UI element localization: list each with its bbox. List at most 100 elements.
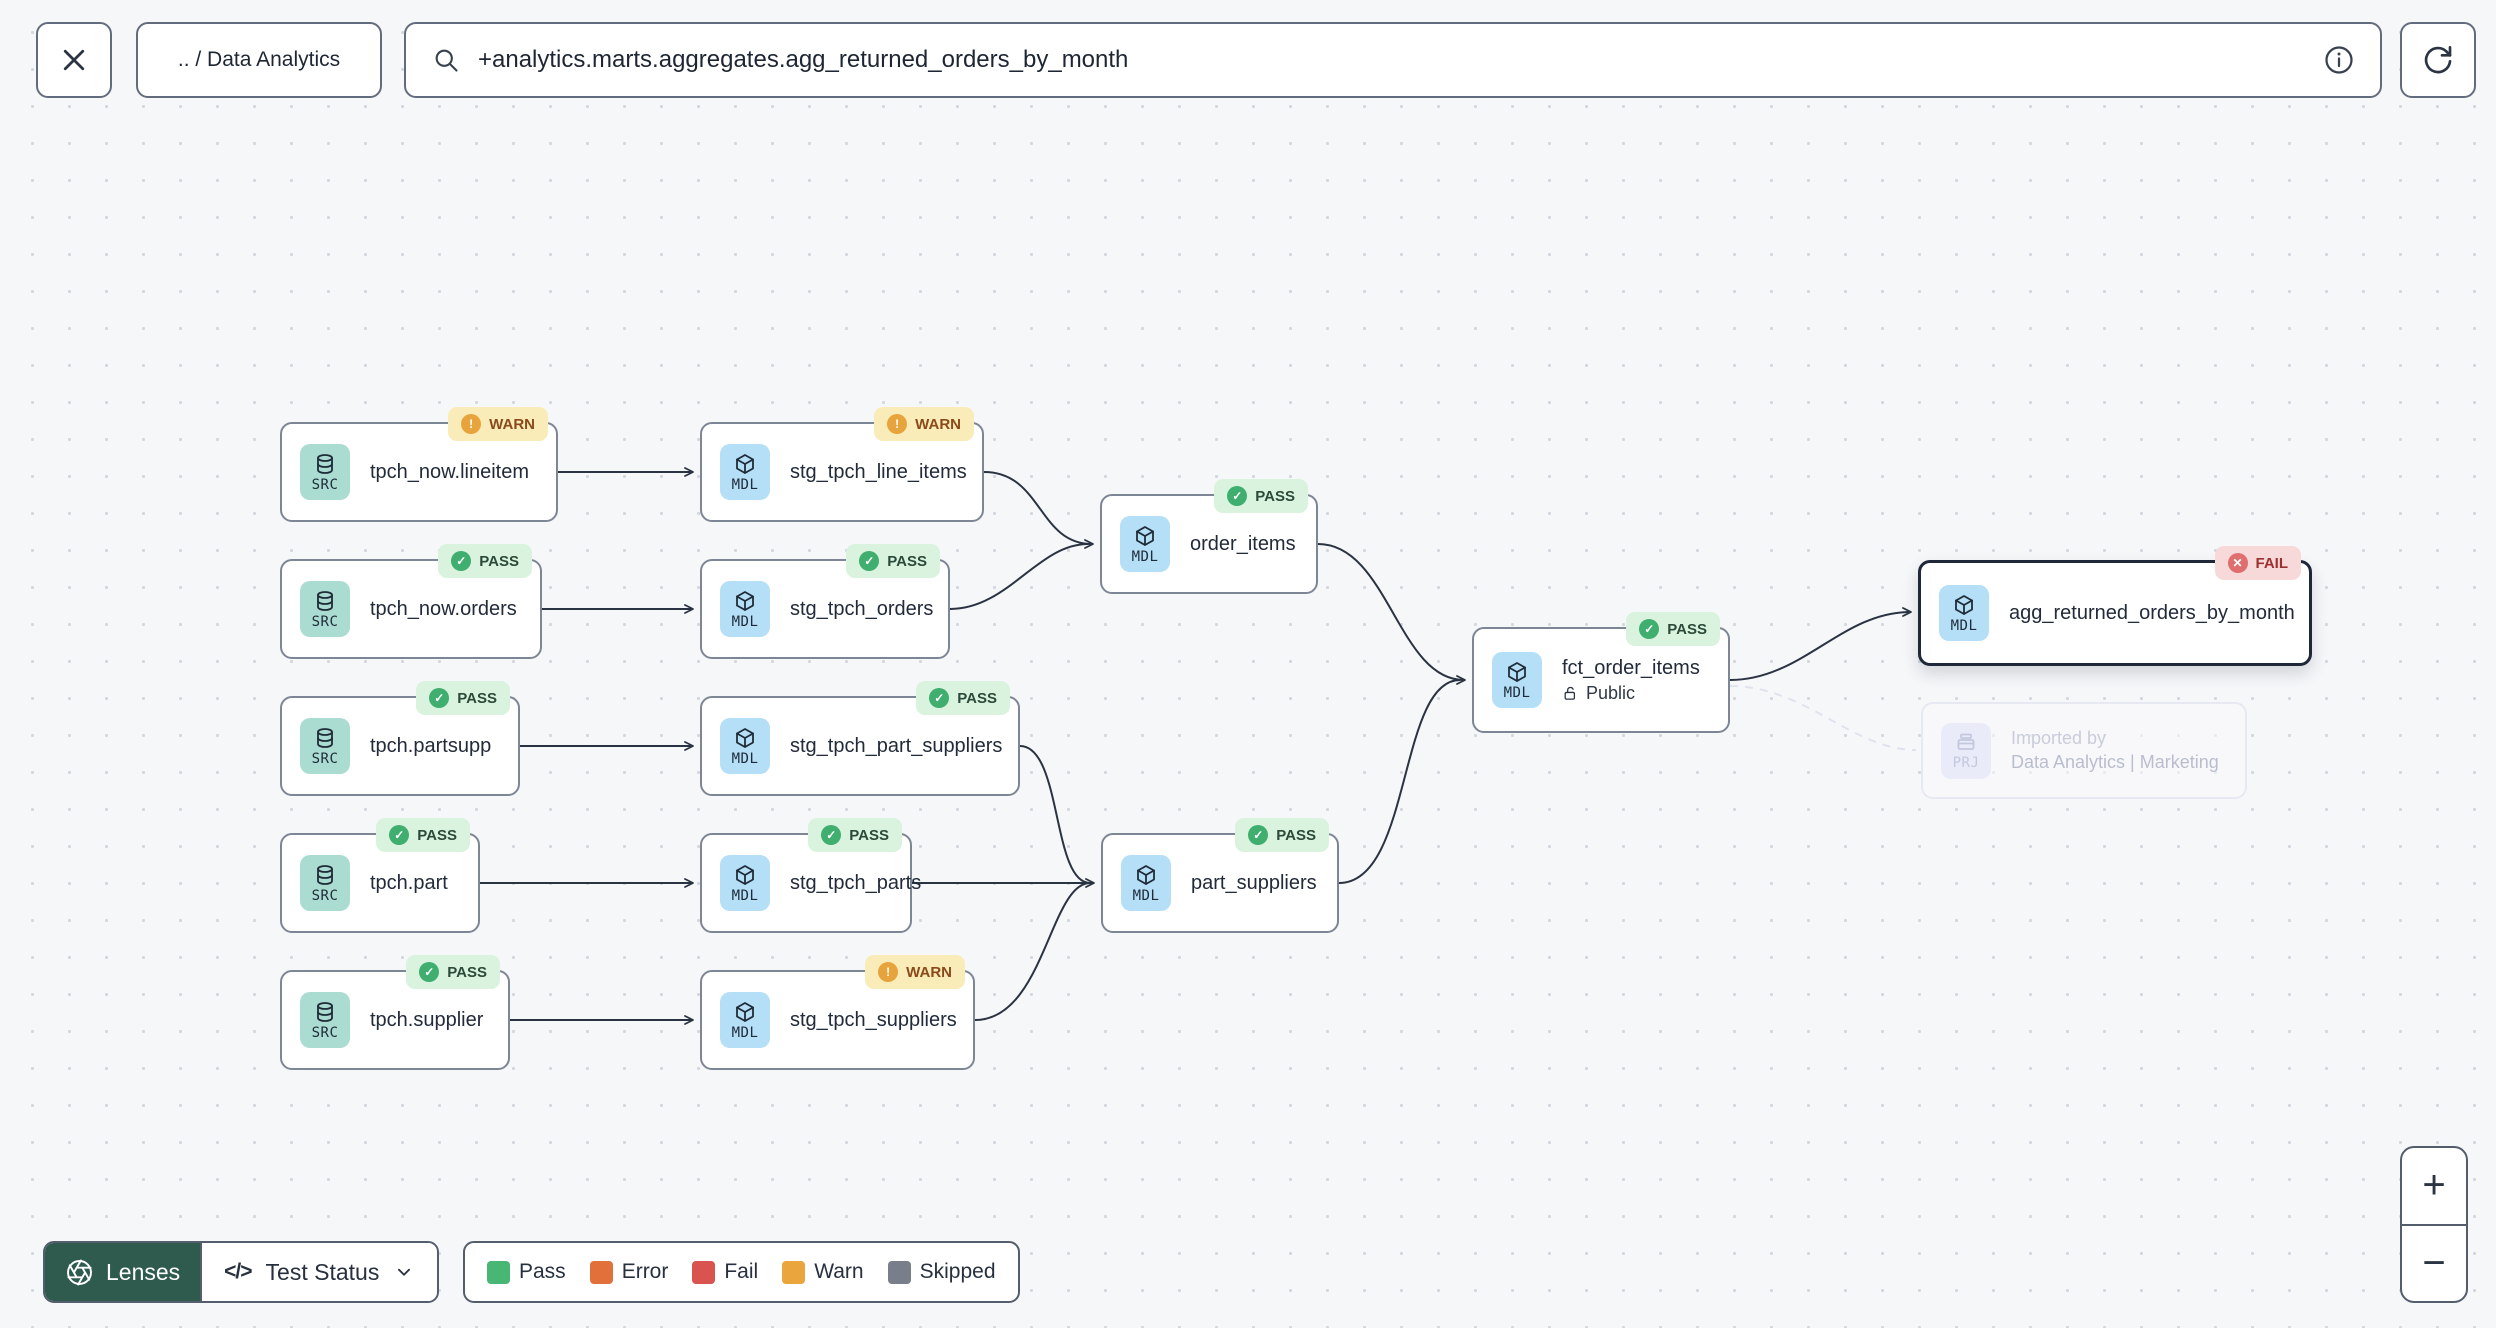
node-label: tpch_now.lineitem xyxy=(370,460,529,483)
legend-item-warn: Warn xyxy=(782,1260,864,1284)
cube-icon xyxy=(733,452,757,476)
status-badge: !WARN xyxy=(448,407,548,441)
minus-icon: − xyxy=(2422,1240,2446,1285)
node-tpch-part[interactable]: ✓PASS SRC tpch.part xyxy=(280,818,480,933)
edge-ghost xyxy=(1729,685,1917,751)
node-label: fct_order_items xyxy=(1562,656,1700,679)
pass-dot-icon: ✓ xyxy=(1248,825,1269,845)
warn-swatch xyxy=(782,1260,806,1284)
source-type-chip: SRC xyxy=(300,992,350,1048)
status-badge: ✓PASS xyxy=(438,544,532,578)
node-stg-tpch-part-suppliers[interactable]: ✓PASS MDL stg_tpch_part_suppliers xyxy=(700,681,1020,796)
pass-dot-icon: ✓ xyxy=(419,962,440,982)
database-icon xyxy=(313,452,337,476)
node-order-items[interactable]: ✓PASS MDL order_items xyxy=(1100,479,1318,594)
pass-dot-icon: ✓ xyxy=(821,825,842,845)
node-label: order_items xyxy=(1190,532,1296,555)
pass-dot-icon: ✓ xyxy=(451,551,472,571)
status-badge: ✓PASS xyxy=(808,818,902,852)
status-badge: ✓PASS xyxy=(1214,479,1308,513)
access-label: Public xyxy=(1562,683,1700,704)
node-label: part_suppliers xyxy=(1191,871,1317,894)
project-icon xyxy=(1954,730,1978,754)
node-label: stg_tpch_orders xyxy=(790,597,934,620)
warn-dot-icon: ! xyxy=(887,414,908,434)
search-bar[interactable] xyxy=(404,22,2382,98)
pass-dot-icon: ✓ xyxy=(859,551,880,571)
node-label: tpch_now.orders xyxy=(370,597,517,620)
edge xyxy=(1729,607,1912,681)
zoom-controls: + − xyxy=(2400,1146,2468,1303)
cube-icon xyxy=(733,589,757,613)
cube-icon xyxy=(1134,863,1158,887)
node-stg-tpch-orders[interactable]: ✓PASS MDL stg_tpch_orders xyxy=(700,544,950,659)
plus-icon: + xyxy=(2422,1163,2446,1208)
model-type-chip: MDL xyxy=(720,444,770,500)
node-tpch-now-lineitem[interactable]: !WARN SRC tpch_now.lineitem xyxy=(280,407,558,522)
breadcrumb[interactable]: .. / Data Analytics xyxy=(136,22,382,98)
node-label: agg_returned_orders_by_month xyxy=(2009,601,2295,624)
close-button[interactable] xyxy=(36,22,112,98)
node-label: tpch.partsupp xyxy=(370,734,492,757)
search-input[interactable] xyxy=(476,45,2308,75)
legend-item-fail: Fail xyxy=(692,1260,758,1284)
cube-icon xyxy=(1133,524,1157,548)
lock-open-icon xyxy=(1562,685,1579,702)
status-badge: ✓PASS xyxy=(846,544,940,578)
node-fct-order-items[interactable]: ✓PASS MDL fct_order_items Public xyxy=(1472,612,1730,733)
node-label: stg_tpch_part_suppliers xyxy=(790,734,1003,757)
node-stg-tpch-line-items[interactable]: !WARN MDL stg_tpch_line_items xyxy=(700,407,984,522)
project-type-chip: PRJ xyxy=(1941,722,1991,779)
node-imported-by-ghost[interactable]: PRJ Imported by Data Analytics | Marketi… xyxy=(1921,702,2247,799)
test-status-legend: Pass Error Fail Warn Skipped xyxy=(463,1241,1020,1303)
node-label: stg_tpch_parts xyxy=(790,871,922,894)
database-icon xyxy=(313,589,337,613)
source-type-chip: SRC xyxy=(300,718,350,774)
status-badge: ✓PASS xyxy=(376,818,470,852)
status-badge: ✓PASS xyxy=(416,681,510,715)
status-badge: ✕FAIL xyxy=(2214,546,2301,580)
node-stg-tpch-suppliers[interactable]: !WARN MDL stg_tpch_suppliers xyxy=(700,955,975,1070)
legend-item-skipped: Skipped xyxy=(887,1260,996,1284)
node-tpch-now-orders[interactable]: ✓PASS SRC tpch_now.orders xyxy=(280,544,542,659)
source-type-chip: SRC xyxy=(300,444,350,500)
code-icon: </> xyxy=(224,1260,252,1283)
pass-dot-icon: ✓ xyxy=(389,825,410,845)
edge xyxy=(1338,679,1461,884)
pass-dot-icon: ✓ xyxy=(1227,486,1248,506)
edge xyxy=(1019,745,1091,884)
node-label: stg_tpch_line_items xyxy=(790,460,967,483)
lenses-button[interactable]: Lenses xyxy=(45,1243,201,1301)
node-tpch-supplier[interactable]: ✓PASS SRC tpch.supplier xyxy=(280,955,510,1070)
node-part-suppliers[interactable]: ✓PASS MDL part_suppliers xyxy=(1101,818,1339,933)
warn-dot-icon: ! xyxy=(878,962,899,982)
fail-dot-icon: ✕ xyxy=(2227,553,2248,573)
status-badge: ✓PASS xyxy=(1235,818,1329,852)
cube-icon xyxy=(733,863,757,887)
refresh-button[interactable] xyxy=(2400,22,2476,98)
node-stg-tpch-parts[interactable]: ✓PASS MDL stg_tpch_parts xyxy=(700,818,921,933)
model-type-chip: MDL xyxy=(720,855,770,911)
source-type-chip: SRC xyxy=(300,855,350,911)
legend-item-pass: Pass xyxy=(487,1260,566,1284)
edge xyxy=(1317,543,1466,685)
model-type-chip: MDL xyxy=(1939,585,1989,641)
node-tpch-partsupp[interactable]: ✓PASS SRC tpch.partsupp xyxy=(280,681,520,796)
zoom-out-button[interactable]: − xyxy=(2402,1226,2466,1302)
source-type-chip: SRC xyxy=(300,581,350,637)
error-swatch xyxy=(589,1260,613,1284)
model-type-chip: MDL xyxy=(1492,652,1542,708)
edge xyxy=(974,882,1091,1021)
status-badge: ✓PASS xyxy=(1626,612,1720,646)
zoom-in-button[interactable]: + xyxy=(2402,1148,2466,1226)
lens-selector[interactable]: </> Test Status xyxy=(200,1243,438,1301)
cube-icon xyxy=(733,726,757,750)
model-type-chip: MDL xyxy=(1121,855,1171,911)
cube-icon xyxy=(1952,593,1976,617)
cube-icon xyxy=(733,1000,757,1024)
node-agg-returned-orders-by-month[interactable]: ✕FAIL MDL agg_returned_orders_by_month xyxy=(1918,546,2312,666)
model-type-chip: MDL xyxy=(720,581,770,637)
status-badge: ✓PASS xyxy=(406,955,500,989)
